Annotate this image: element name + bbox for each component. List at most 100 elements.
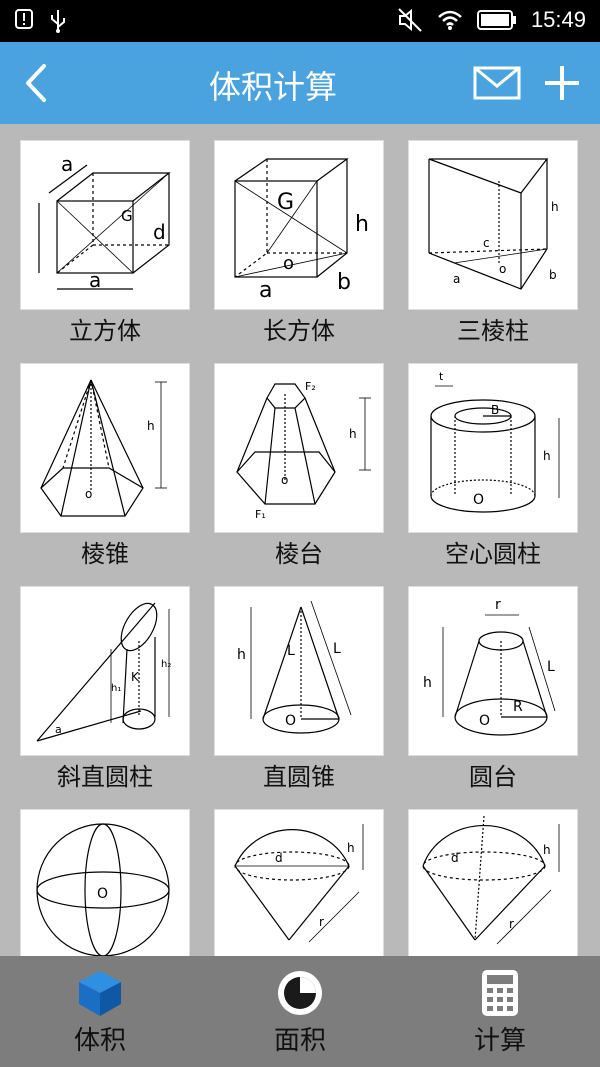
nav-area[interactable]: 面积 <box>200 956 400 1067</box>
svg-text:a: a <box>61 152 73 176</box>
tile-hollow-cylinder[interactable]: t B h O 空心圆柱 <box>408 363 578 577</box>
tile-label: 斜直圆柱 <box>57 763 153 791</box>
svg-text:r: r <box>319 915 324 929</box>
tile-pyramid[interactable]: h o 棱锥 <box>20 363 190 577</box>
svg-text:L: L <box>333 641 341 657</box>
tile-label: 直圆锥 <box>263 763 335 791</box>
tile-label: 长方体 <box>263 317 335 345</box>
svg-text:o: o <box>499 262 506 276</box>
svg-text:B: B <box>491 403 499 417</box>
svg-text:L: L <box>547 659 555 675</box>
svg-text:h: h <box>147 419 155 433</box>
svg-text:h₁: h₁ <box>111 683 121 694</box>
tile-spherical-sector-2[interactable]: d h r <box>408 809 578 956</box>
tile-truncated-cone[interactable]: r h L O R 圆台 <box>408 586 578 800</box>
svg-text:F₁: F₁ <box>255 508 266 521</box>
svg-text:d: d <box>451 851 459 865</box>
tile-cube[interactable]: a G d a 立方体 <box>20 140 190 354</box>
svg-text:a: a <box>89 268 101 292</box>
pyramid-diagram: h o <box>20 363 190 533</box>
svg-text:O: O <box>473 492 484 508</box>
status-bar: 15:49 <box>0 0 600 42</box>
svg-text:t: t <box>439 370 444 383</box>
nav-label: 面积 <box>273 1026 326 1056</box>
svg-text:O: O <box>479 713 490 729</box>
alert-icon <box>15 9 33 29</box>
spherical-sector-diagram-2: d h r <box>408 809 578 956</box>
tile-label: 三棱柱 <box>457 317 529 345</box>
status-time: 15:49 <box>530 7 586 32</box>
tile-sphere[interactable]: O <box>20 809 190 956</box>
add-icon[interactable] <box>543 64 581 102</box>
svg-text:d: d <box>153 220 166 244</box>
svg-text:h: h <box>349 427 357 441</box>
cube-diagram: a G d a <box>20 140 190 310</box>
tile-triangular-prism[interactable]: h c o a b 三棱柱 <box>408 140 578 354</box>
svg-text:o: o <box>281 473 288 487</box>
svg-text:a: a <box>259 278 272 303</box>
tile-cuboid[interactable]: G h o a b 长方体 <box>214 140 384 354</box>
tile-oblique-cylinder[interactable]: a h₁ K h₂ 斜直圆柱 <box>20 586 190 800</box>
svg-text:o: o <box>85 487 92 501</box>
tile-frustum[interactable]: F₂ h o F₁ 棱台 <box>214 363 384 577</box>
frustum-diagram: F₂ h o F₁ <box>214 363 384 533</box>
svg-text:b: b <box>549 268 557 282</box>
cuboid-diagram: G h o a b <box>214 140 384 310</box>
tile-label: 立方体 <box>69 317 141 345</box>
battery-icon <box>476 10 516 30</box>
svg-text:G: G <box>121 207 133 225</box>
svg-text:G: G <box>277 190 294 215</box>
mail-icon[interactable] <box>473 66 521 100</box>
nav-label: 计算 <box>473 1026 526 1056</box>
svg-text:h₂: h₂ <box>161 659 171 670</box>
svg-text:h: h <box>355 212 369 237</box>
wifi-icon <box>438 10 462 30</box>
svg-text:R: R <box>513 699 523 715</box>
svg-text:b: b <box>337 270 351 295</box>
tile-right-cone[interactable]: h L L O 直圆锥 <box>214 586 384 800</box>
svg-text:h: h <box>543 843 551 857</box>
sphere-diagram: O <box>20 809 190 956</box>
svg-text:K: K <box>131 670 140 684</box>
tile-label: 棱台 <box>275 540 323 568</box>
calculator-icon <box>482 970 518 1016</box>
shape-grid: a G d a 立方体 G h o a b <box>0 124 600 956</box>
cone-diagram: h L L O <box>214 586 384 756</box>
page-title: 体积计算 <box>208 68 337 106</box>
app-bar: 体积计算 <box>0 42 600 124</box>
svg-text:o: o <box>283 253 294 274</box>
svg-text:L: L <box>287 643 295 659</box>
nav-label: 体积 <box>73 1026 126 1056</box>
truncated-cone-diagram: r h L O R <box>408 586 578 756</box>
pie-icon <box>278 971 322 1015</box>
svg-text:a: a <box>55 723 62 736</box>
svg-text:h: h <box>423 675 432 691</box>
svg-text:a: a <box>453 272 460 286</box>
spherical-sector-diagram: d h r <box>214 809 384 956</box>
usb-icon <box>51 10 65 33</box>
svg-text:h: h <box>237 647 246 663</box>
nav-calculate[interactable]: 计算 <box>400 956 600 1067</box>
back-arrow-icon[interactable] <box>18 62 58 104</box>
svg-text:c: c <box>483 236 490 250</box>
svg-text:r: r <box>495 597 501 613</box>
prism-diagram: h c o a b <box>408 140 578 310</box>
tile-label: 棱锥 <box>81 540 129 568</box>
tile-label: 空心圆柱 <box>445 540 541 568</box>
svg-text:F₂: F₂ <box>305 380 316 393</box>
oblique-cylinder-diagram: a h₁ K h₂ <box>20 586 190 756</box>
hollow-cylinder-diagram: t B h O <box>408 363 578 533</box>
svg-text:h: h <box>347 841 355 855</box>
svg-text:d: d <box>275 851 283 865</box>
svg-text:O: O <box>285 713 296 729</box>
cube-icon <box>79 971 121 1016</box>
bottom-nav: 体积 面积 计算 <box>0 956 600 1067</box>
svg-text:h: h <box>551 200 559 214</box>
svg-text:O: O <box>97 886 108 902</box>
svg-text:h: h <box>543 449 551 463</box>
tile-spherical-sector[interactable]: d h r <box>214 809 384 956</box>
nav-volume[interactable]: 体积 <box>0 956 200 1067</box>
mute-icon <box>398 8 422 32</box>
svg-text:r: r <box>509 917 514 931</box>
tile-label: 圆台 <box>469 763 517 791</box>
